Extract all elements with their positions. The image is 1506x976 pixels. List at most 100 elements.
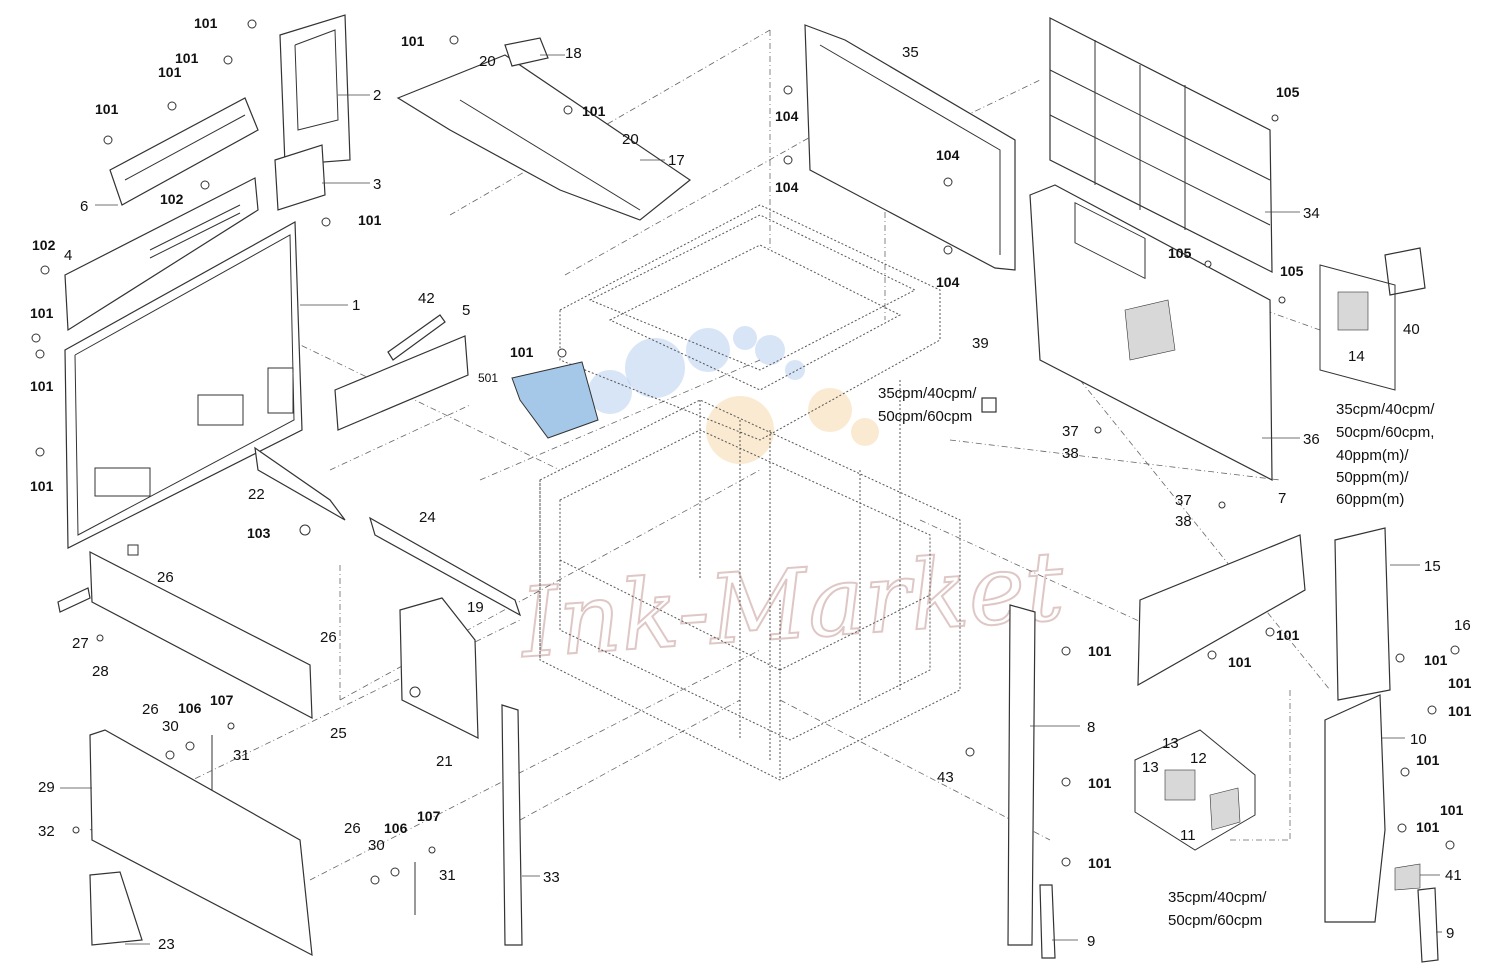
label-9: 9	[1446, 925, 1454, 942]
part-33-bar	[501, 704, 523, 946]
part-9-cover	[1039, 884, 1439, 963]
label-14: 14	[1348, 348, 1365, 365]
label-41: 41	[1445, 867, 1462, 884]
label-26: 26	[142, 701, 159, 718]
part-labels: 101 101 101 101 102 102 101 101 101 101 …	[30, 15, 1472, 953]
label-13: 13	[1162, 735, 1179, 752]
watermark-text: Ink-Market	[515, 530, 1068, 680]
label-38: 38	[1175, 513, 1192, 530]
part-21-panel	[399, 597, 479, 739]
label-40: 40	[1403, 321, 1420, 338]
label-101: 101	[1448, 675, 1472, 691]
label-7: 7	[1278, 490, 1286, 507]
label-22: 22	[248, 486, 265, 503]
label-36: 36	[1303, 431, 1320, 448]
label-16: 16	[1454, 617, 1471, 634]
model-notes: 35cpm/40cpm/ 50cpm/60cpm 35cpm/40cpm/ 50…	[878, 385, 1435, 929]
part-39-pad	[981, 397, 997, 413]
label-101: 101	[1424, 652, 1448, 668]
label-37: 37	[1062, 423, 1079, 440]
label-101: 101	[175, 50, 199, 66]
part-18-cover	[504, 37, 549, 67]
part-11-fan-box	[1134, 729, 1256, 851]
leader-lines	[60, 54, 1442, 945]
label-26: 26	[157, 569, 174, 586]
label-31: 31	[439, 867, 456, 884]
label-2: 2	[373, 87, 381, 104]
part-6-bracket	[109, 97, 259, 206]
label-11: 11	[1180, 827, 1196, 844]
label-106: 106	[178, 700, 202, 716]
label-105: 105	[1168, 245, 1192, 261]
part-17-top-tray	[396, 54, 692, 221]
label-101: 101	[1448, 703, 1472, 719]
main-frame	[539, 204, 961, 781]
label-101: 101	[401, 33, 425, 49]
label-26: 26	[320, 629, 337, 646]
part-31-rod	[211, 735, 416, 915]
note-right-1: 35cpm/40cpm/	[1336, 401, 1435, 418]
label-13: 13	[1142, 759, 1159, 776]
part-22-cover	[254, 446, 346, 521]
label-103: 103	[247, 525, 271, 541]
label-19: 19	[467, 599, 484, 616]
part-5-strip	[334, 335, 469, 431]
label-30: 30	[162, 718, 179, 735]
part-7-rail	[1137, 534, 1306, 687]
label-43: 43	[937, 769, 954, 786]
part-35-rear-plate	[804, 24, 1016, 271]
label-101: 101	[95, 101, 119, 117]
label-104: 104	[775, 108, 799, 124]
label-39: 39	[972, 335, 989, 352]
label-101: 101	[194, 15, 218, 31]
label-26: 26	[344, 820, 361, 837]
note-right-4: 50ppm(m)/	[1336, 469, 1409, 486]
watermark: Ink-Market	[514, 326, 1069, 681]
label-9: 9	[1087, 933, 1095, 950]
part-25-front-strip	[89, 544, 313, 720]
label-31: 31	[233, 747, 250, 764]
label-105: 105	[1280, 263, 1304, 279]
label-106: 106	[384, 820, 408, 836]
part-36-rear-panel	[1029, 184, 1273, 481]
part-14-filter-box	[1319, 264, 1396, 391]
label-5: 5	[462, 302, 470, 319]
part-4-vent-panel	[64, 177, 259, 332]
label-25: 25	[330, 725, 347, 742]
label-4: 4	[64, 247, 72, 264]
part-8-frame-rail	[1007, 604, 1036, 946]
note-bottom-1: 35cpm/40cpm/	[1168, 889, 1267, 906]
label-101: 101	[1088, 855, 1112, 871]
label-20: 20	[622, 131, 639, 148]
part-23-small-cover	[89, 871, 143, 946]
label-102: 102	[32, 237, 56, 253]
label-38: 38	[1062, 445, 1079, 462]
note-center-1: 35cpm/40cpm/	[878, 385, 977, 402]
label-104: 104	[936, 274, 960, 290]
label-33: 33	[543, 869, 560, 886]
label-32: 32	[38, 823, 55, 840]
label-101: 101	[30, 478, 54, 494]
note-right-5: 60ppm(m)	[1336, 491, 1404, 508]
label-101: 101	[1228, 654, 1252, 670]
label-37: 37	[1175, 492, 1192, 509]
part-42-rail	[387, 314, 446, 361]
part-24-cover	[369, 516, 522, 617]
label-12: 12	[1190, 750, 1207, 767]
part-34-rear-cover	[1049, 17, 1273, 273]
label-101: 101	[358, 212, 382, 228]
label-34: 34	[1303, 205, 1320, 222]
note-bottom-2: 50cpm/60cpm	[1168, 912, 1262, 929]
part-501-bracket	[511, 361, 599, 439]
part-2-panel	[279, 14, 351, 166]
label-1: 1	[352, 297, 360, 314]
label-104: 104	[936, 147, 960, 163]
label-107: 107	[210, 692, 234, 708]
note-right-3: 40ppm(m)/	[1336, 447, 1409, 464]
label-23: 23	[158, 936, 175, 953]
label-42: 42	[418, 290, 435, 307]
label-105: 105	[1276, 84, 1300, 100]
part-3-cover	[274, 144, 326, 211]
label-10: 10	[1410, 731, 1427, 748]
